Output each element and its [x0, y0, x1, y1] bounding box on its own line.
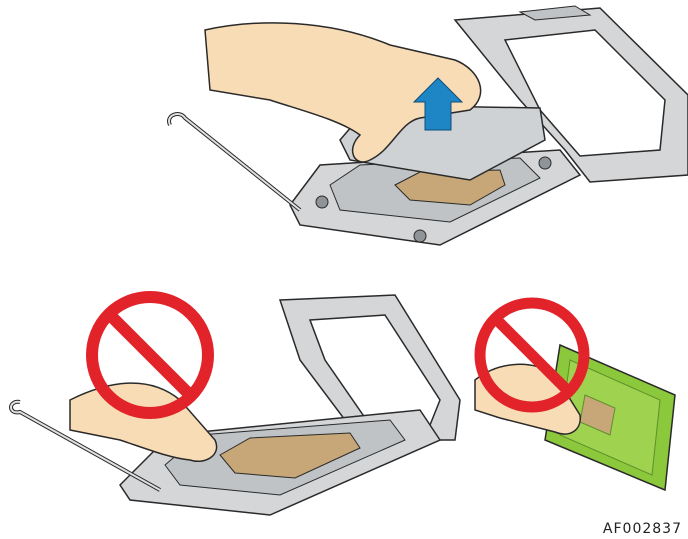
lift-cover-svg [0, 0, 688, 275]
no-touch-processor-svg [460, 300, 688, 500]
lift-cover-illustration [0, 0, 688, 275]
no-touch-processor-illustration [460, 300, 688, 500]
no-touch-socket-svg [0, 290, 470, 530]
no-touch-socket-illustration [0, 290, 470, 530]
figure-id-label: AF002837 [603, 521, 682, 537]
socket-lever [169, 114, 300, 210]
